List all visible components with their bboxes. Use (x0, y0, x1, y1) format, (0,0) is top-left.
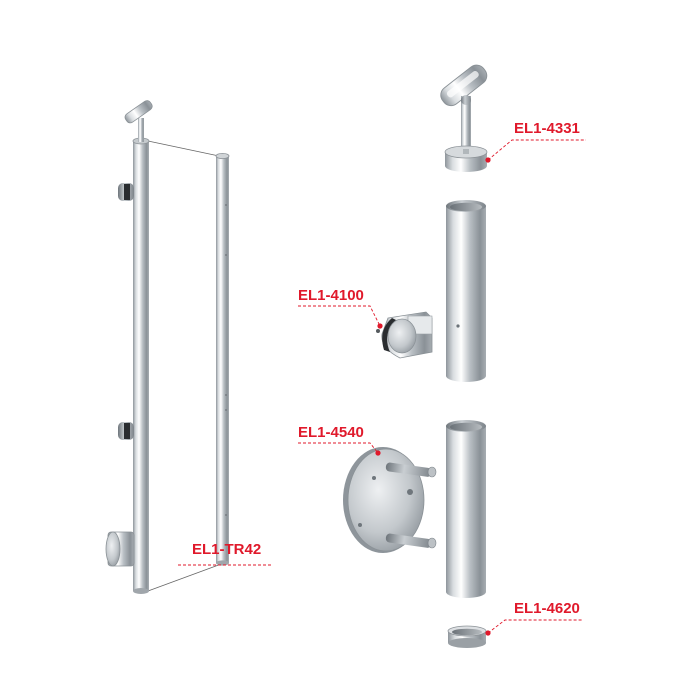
saddle-head (124, 100, 153, 124)
callout-dot-el1-4331 (485, 157, 491, 163)
saddle-stem (138, 118, 144, 142)
side-mount-bracket (105, 531, 135, 567)
post-bottom (133, 588, 149, 594)
glass-clamp-upper (118, 183, 134, 201)
side-mount-flange-part (343, 447, 437, 553)
part-label-el1-4331: EL1-4331 (514, 120, 580, 137)
part-label-el1-tr42: EL1-TR42 (192, 541, 262, 558)
assembled-post (105, 100, 225, 594)
guide-line-top (147, 140, 220, 157)
leader-el1-4620 (487, 619, 583, 634)
guide-line-bottom (147, 562, 225, 592)
leader-el1-4100 (298, 305, 381, 327)
callout-dot-el1-4100 (377, 323, 383, 329)
post-tube-el1-tr42 (215, 152, 230, 566)
glass-clamp-lower (118, 422, 134, 440)
end-cap-ring-part (447, 625, 487, 648)
callout-leaders (178, 139, 586, 634)
tube-upper (446, 200, 486, 382)
leader-el1-4540 (298, 442, 379, 454)
part-label-el1-4540: EL1-4540 (298, 424, 364, 441)
tube-lower (446, 420, 486, 598)
handrail-saddle-part (440, 64, 488, 172)
part-label-el1-4620: EL1-4620 (514, 600, 580, 617)
post-tube (133, 141, 149, 591)
callout-dot-el1-4540 (375, 450, 381, 456)
part-label-el1-4100: EL1-4100 (298, 287, 364, 304)
callout-dot-el1-4620 (485, 630, 491, 636)
leader-el1-4331 (487, 139, 586, 161)
glass-clamp-part (376, 311, 433, 359)
callout-dots (375, 157, 491, 636)
